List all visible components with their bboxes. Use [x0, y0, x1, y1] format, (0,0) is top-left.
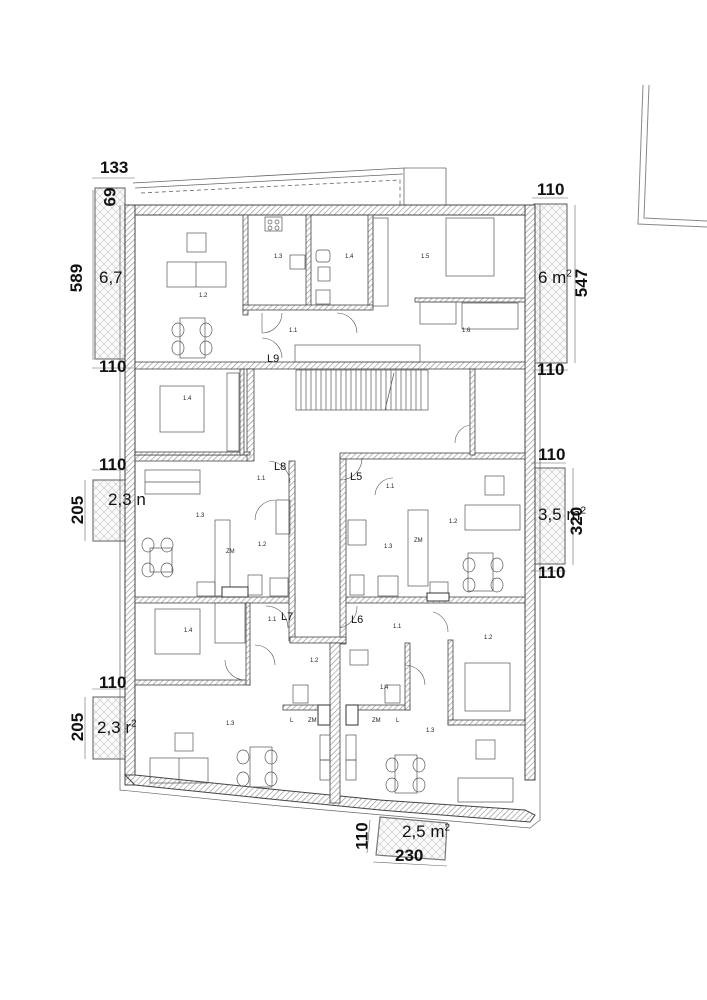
dim-balcony-w-mid-width: 110: [99, 455, 127, 474]
door-label-l5: L5: [350, 471, 363, 483]
dim-balcony-w-low-height: 205: [68, 712, 88, 742]
room-lowright-1-3: 1.3: [426, 728, 435, 734]
door-label-l6: L6: [351, 614, 364, 626]
area-balcony-ne: 6 m2: [538, 268, 572, 287]
room-midleft-1-4: 1.4: [183, 396, 192, 402]
lowboard-label-lowright: L: [396, 718, 400, 724]
door-label-l7: L7: [281, 611, 294, 623]
fridge-label-lowright: ZM: [372, 718, 381, 724]
neighbor-building-outline: [637, 84, 707, 228]
room-midright-1-3: 1.3: [384, 544, 393, 550]
dimension-lines: [84, 177, 576, 867]
staircase: [295, 369, 429, 411]
room-midleft-1-2: 1.2: [258, 542, 267, 548]
dim-balcony-e-mid-bottom: 110: [538, 563, 566, 582]
area-balcony-s: 2,5 m2: [402, 822, 451, 841]
area-balcony-nw: 6,7: [99, 268, 123, 287]
room-top-1-6: 1.6: [462, 328, 471, 334]
door-label-l8: L8: [274, 461, 287, 473]
door-label-l9: L9: [267, 353, 280, 365]
dim-balcony-ne-bottom: 110: [537, 360, 565, 379]
area-balcony-w-mid: 2,3 n: [108, 490, 146, 509]
dim-balcony-nw-height: 589: [67, 263, 87, 293]
room-top-1-3: 1.3: [274, 254, 283, 260]
dim-balcony-e-mid-height: 320: [567, 506, 587, 536]
balcony-s: [375, 816, 448, 861]
room-lowleft-1-4: 1.4: [184, 628, 193, 634]
dim-balcony-nw-depth: 69: [100, 187, 120, 207]
room-lowright-1-4: 1.4: [380, 685, 389, 691]
area-balcony-w-low: 2,3 r2: [97, 718, 137, 737]
room-midleft-1-3: 1.3: [196, 513, 205, 519]
room-top-1-4: 1.4: [345, 254, 354, 260]
outer-contour: [119, 205, 541, 829]
room-top-1-5: 1.5: [421, 254, 430, 260]
dim-balcony-ne-height: 547: [572, 268, 592, 298]
area-balcony-e-mid: 3,5 m2: [538, 505, 587, 524]
dim-balcony-s-width: 230: [395, 846, 424, 865]
room-midright-1-1: 1.1: [386, 484, 395, 490]
room-top-1-2: 1.2: [199, 293, 208, 299]
dim-balcony-nw-bottom: 110: [99, 357, 127, 376]
room-midleft-1-1: 1.1: [257, 476, 266, 482]
dim-balcony-ne-top: 110: [537, 180, 565, 199]
top-terrace: [132, 167, 447, 205]
dim-balcony-e-mid-top: 110: [538, 445, 566, 464]
fridge-label-midleft: ZM: [226, 549, 235, 555]
balcony-w-mid: [92, 479, 128, 542]
dim-balcony-w-mid-height: 205: [68, 495, 88, 525]
door-swings: [224, 312, 471, 686]
room-midright-1-2: 1.2: [449, 519, 458, 525]
furniture: [141, 216, 521, 803]
dim-balcony-nw-width: 133: [100, 158, 129, 177]
lowboard-label-lowleft: L: [290, 718, 294, 724]
balcony-ne: [533, 203, 568, 364]
fridge-label-lowleft: ZM: [308, 718, 317, 724]
room-lowleft-1-2: 1.2: [310, 658, 319, 664]
room-lowright-1-1: 1.1: [393, 624, 402, 630]
fridge-label-midright: ZM: [414, 538, 423, 544]
room-top-1-1: 1.1: [289, 328, 298, 334]
room-lowright-1-2: 1.2: [484, 635, 493, 641]
dim-balcony-w-low-width: 110: [99, 673, 127, 692]
vent-shafts: [221, 586, 450, 726]
room-lowleft-1-1: 1.1: [268, 617, 277, 623]
room-lowleft-1-3: 1.3: [226, 721, 235, 727]
dim-balcony-s-depth: 110: [352, 822, 372, 850]
